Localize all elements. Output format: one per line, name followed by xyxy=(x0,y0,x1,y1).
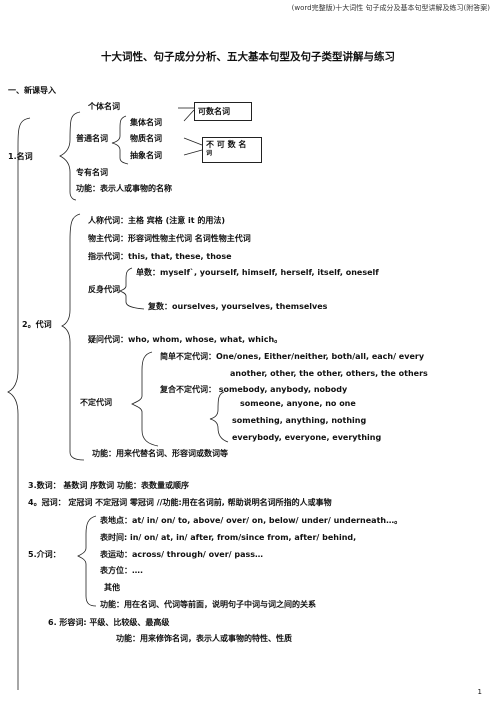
page-number: 1 xyxy=(477,688,482,696)
adjective-line: 6. 形容词: 平级、比较级、最高级 xyxy=(48,618,170,627)
reflexive-singular: 单数：myself`, yourself, himself, herself, … xyxy=(136,268,379,277)
uncountable-label-2: 词 xyxy=(206,150,213,157)
article-line: 4。冠词： 定冠词 不定冠词 零冠词 //功能:用在名词前, 帮助说明名词所指的… xyxy=(28,498,332,507)
pronoun-demonstrative: 指示代词：this, that, these, those xyxy=(88,252,232,261)
abstract-line xyxy=(183,149,203,156)
section-heading: 一、新课导入 xyxy=(8,86,56,95)
noun-label: 1.名词 xyxy=(8,152,33,161)
common-noun-bracket xyxy=(111,115,129,165)
adjective-function: 功能：用来修饰名词，表示人或事物的特性、性质 xyxy=(116,634,292,643)
pronoun-label: 2。代词 xyxy=(22,320,52,329)
noun-collective: 集体名词 xyxy=(130,118,162,127)
document-title: 十大词性、句子成分分析、五大基本句型及句子类型讲解与练习 xyxy=(101,51,395,63)
noun-individual: 个体名词 xyxy=(88,102,120,111)
indefinite-label: 不定代词 xyxy=(80,398,112,407)
pronoun-interrogative: 疑问代词：who, whom, whose, what, which。 xyxy=(88,335,283,344)
reflexive-label: 反身代词 xyxy=(88,285,120,294)
outer-bracket xyxy=(7,117,31,690)
noun-proper: 专有名词 xyxy=(76,168,108,177)
compound-indefinite: 复合不定代词： somebody, anybody, nobody xyxy=(160,385,348,394)
pronoun-bracket xyxy=(61,213,85,461)
compound-indefinite-2: someone, anyone, no one xyxy=(240,399,356,408)
reflexive-plural: 复数：ourselves, yourselves, themselves xyxy=(148,302,328,311)
material-line xyxy=(183,137,203,146)
prep-motion: 表运动：across/ through/ over/ pass… xyxy=(100,550,264,559)
prep-function: 功能：用在名词、代词等前面，说明句子中词与词之间的关系 xyxy=(100,600,316,609)
noun-common: 普通名词 xyxy=(76,134,108,143)
prep-bracket xyxy=(77,515,97,607)
page-header: (word完整版)十大词性 句子成分及基本句型讲解及练习(附答案) xyxy=(291,4,490,12)
prep-place: 表地点：at/ in/ on/ to, above/ over/ on, bel… xyxy=(100,516,403,525)
uncountable-label: 不 可 数 名 xyxy=(206,140,247,149)
compound-bracket xyxy=(209,391,229,443)
compound-indefinite-3: something, anything, nothing xyxy=(232,416,367,425)
prep-label: 5.介词： xyxy=(28,550,61,559)
simple-indefinite: 简单不定代词：One/ones, Either/neither, both/al… xyxy=(160,352,425,361)
countable-label: 可数名词 xyxy=(198,107,230,116)
compound-indefinite-4: everybody, everyone, everything xyxy=(232,433,382,442)
noun-abstract: 抽象名词 xyxy=(130,151,162,160)
countable-box: 可数名词 xyxy=(194,102,252,121)
pronoun-function: 功能：用来代替名词、形容词或数词等 xyxy=(92,449,228,458)
pronoun-possessive: 物主代词：形容词性物主代词 名词性物主代词 xyxy=(88,234,251,243)
noun-material: 物质名词 xyxy=(130,134,162,143)
prep-direction: 表方位：…. xyxy=(100,566,144,575)
pronoun-personal: 人称代词：主格 宾格 (注意 it 的用法) xyxy=(88,216,226,225)
noun-bracket xyxy=(59,111,81,201)
uncountable-box: 不 可 数 名 词 xyxy=(202,137,262,163)
reflexive-bracket xyxy=(119,267,145,310)
prep-time: 表时间: in/ on/ at, in/ after, from/since f… xyxy=(100,533,357,542)
indefinite-bracket xyxy=(131,351,159,447)
prep-other: 其他 xyxy=(104,583,120,592)
noun-function: 功能：表示人或事物的名称 xyxy=(76,184,172,193)
numeral-line: 3.数词： 基数词 序数词 功能：表数量或顺序 xyxy=(28,481,189,490)
simple-indefinite-2: another, other, the other, others, the o… xyxy=(230,369,428,378)
collective-line xyxy=(183,109,195,122)
